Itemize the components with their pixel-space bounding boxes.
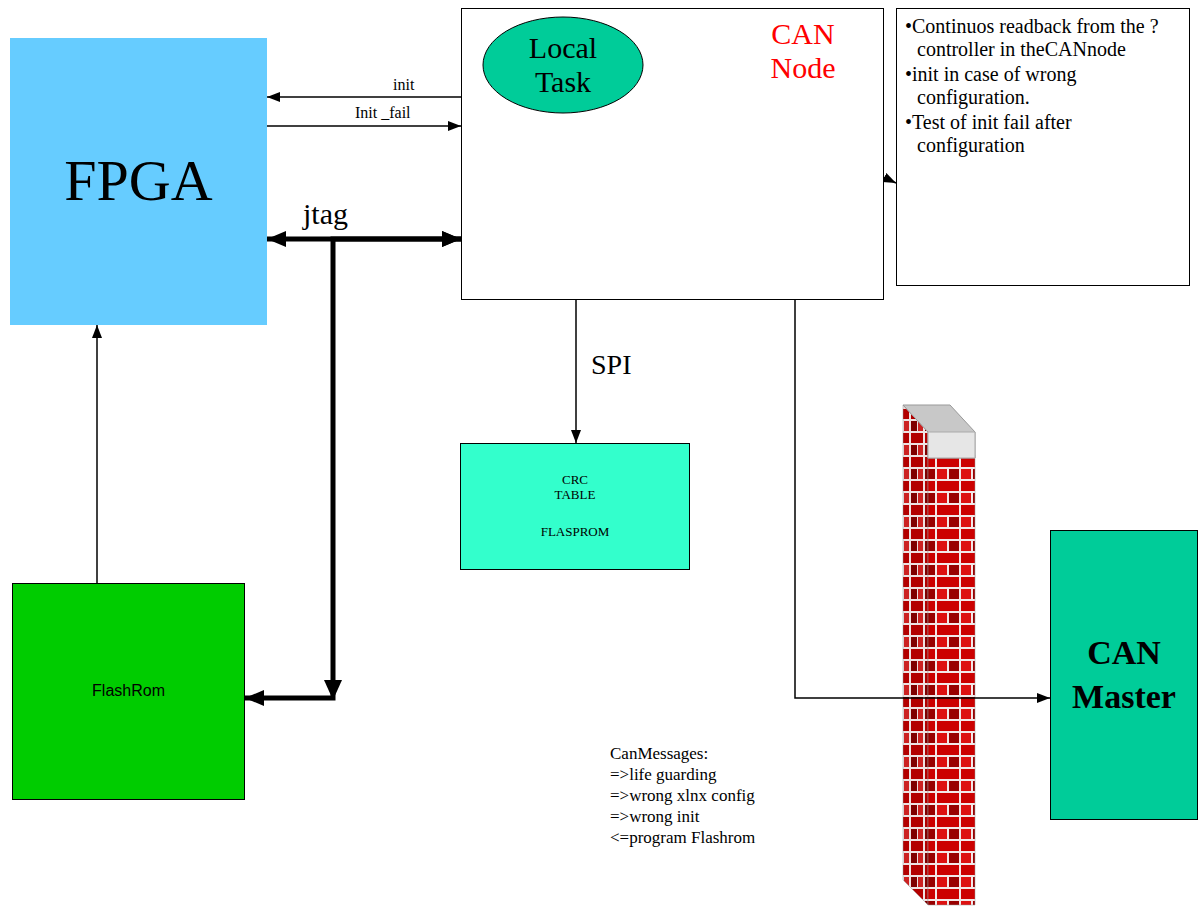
connector-arrow [96, 325, 98, 583]
message-note: =>wrong init [610, 806, 700, 827]
node-label: FLASPROM [541, 525, 610, 540]
connector-arrow [575, 300, 577, 443]
message-note: =>life guarding [610, 764, 717, 785]
signal-label: jtag [300, 197, 351, 230]
bullet-note: •Continuos readback from the ? controlle… [905, 15, 1183, 61]
flashrom-box: FlashRom [12, 583, 245, 800]
note-box: •Continuos readback from the ? controlle… [896, 8, 1190, 286]
signal-label: SPI [588, 350, 634, 381]
node-label: FlashRom [92, 682, 165, 700]
connector-arrow [795, 300, 1050, 698]
bullet-note: •Test of init fail after configuration [905, 111, 1183, 157]
signal-label: Init _fail [352, 104, 414, 122]
message-note: =>wrong xlnx config [610, 785, 755, 806]
crc-table-box: CRC TABLE FLASPROM [460, 443, 690, 570]
node-label: CAN Master [1055, 631, 1193, 719]
node-label: Local Task [516, 31, 611, 100]
local-task-ellipse: Local Task [482, 16, 644, 114]
message-note: CanMessages: [610, 743, 708, 764]
node-label: FPGA [64, 148, 212, 215]
can-node-box: CAN Node Local Task [461, 8, 884, 300]
fpga-box: FPGA [10, 38, 267, 325]
connector-arrow [245, 239, 461, 698]
can-master-box: CAN Master [1050, 530, 1198, 820]
connector-arrow [267, 96, 461, 98]
message-note: <=program Flashrom [610, 827, 755, 848]
bullet-note: •init in case of wrong configuration. [905, 63, 1183, 109]
connector-arrow [267, 125, 461, 127]
node-title: CAN Node [763, 17, 843, 85]
node-label: CRC TABLE [545, 473, 605, 503]
signal-label: init [390, 76, 417, 94]
